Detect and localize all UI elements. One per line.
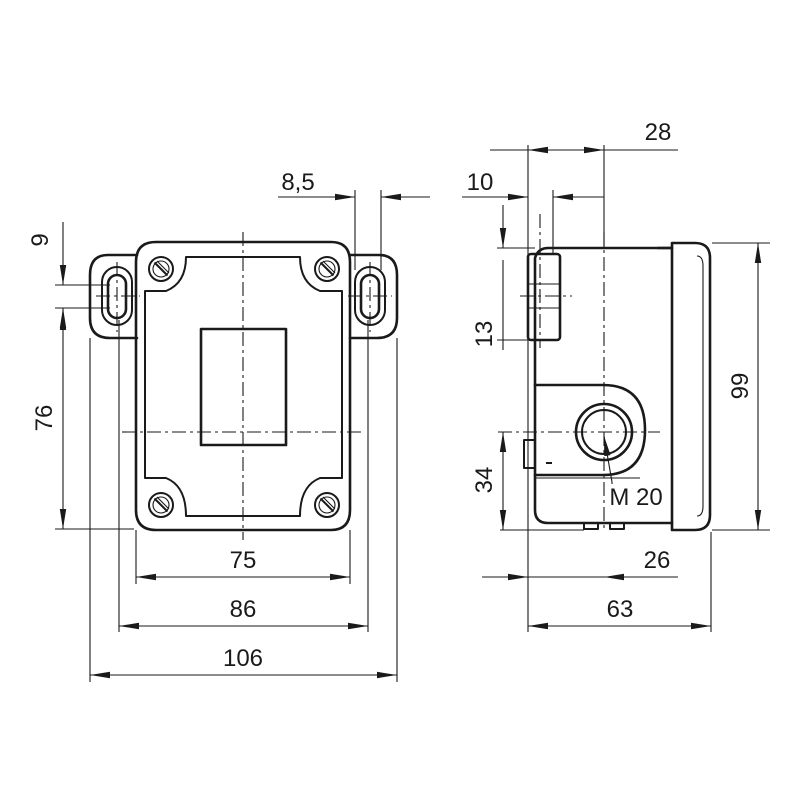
housing-outline — [134, 240, 352, 532]
dim-gland-offset: 26 — [644, 547, 671, 574]
dim-depth: 63 — [607, 596, 634, 623]
side-dimensions: 28 10 13 34 99 M 20 26 63 — [462, 119, 770, 632]
dim-slot-height: 9 — [27, 233, 54, 246]
side-cover — [670, 241, 712, 532]
dim-lug-width: 10 — [467, 169, 494, 196]
dim-hole-pitch: 8,5 — [281, 169, 314, 196]
dim-width-inner: 75 — [230, 547, 257, 574]
dim-width-mounting: 86 — [230, 596, 257, 623]
dim-gland-height: 34 — [471, 467, 498, 494]
front-dimensions: 9 76 8,5 75 86 106 — [27, 169, 430, 682]
side-mounting-lug — [526, 252, 562, 342]
side-view — [498, 214, 712, 532]
thread-label: M 20 — [609, 484, 662, 511]
screw-icon — [148, 492, 174, 518]
screw-icon — [148, 256, 174, 282]
gland-boss — [533, 383, 647, 477]
dim-flange-offset: 28 — [645, 119, 672, 146]
screw-icon — [314, 256, 340, 282]
screw-icon — [314, 492, 340, 518]
front-view — [88, 232, 399, 540]
lid-outline — [144, 256, 343, 517]
dim-height: 99 — [727, 373, 754, 400]
dim-slot-vertical-span: 76 — [31, 405, 58, 432]
dim-lug-height: 13 — [471, 321, 498, 348]
dim-width-overall: 106 — [223, 645, 263, 672]
